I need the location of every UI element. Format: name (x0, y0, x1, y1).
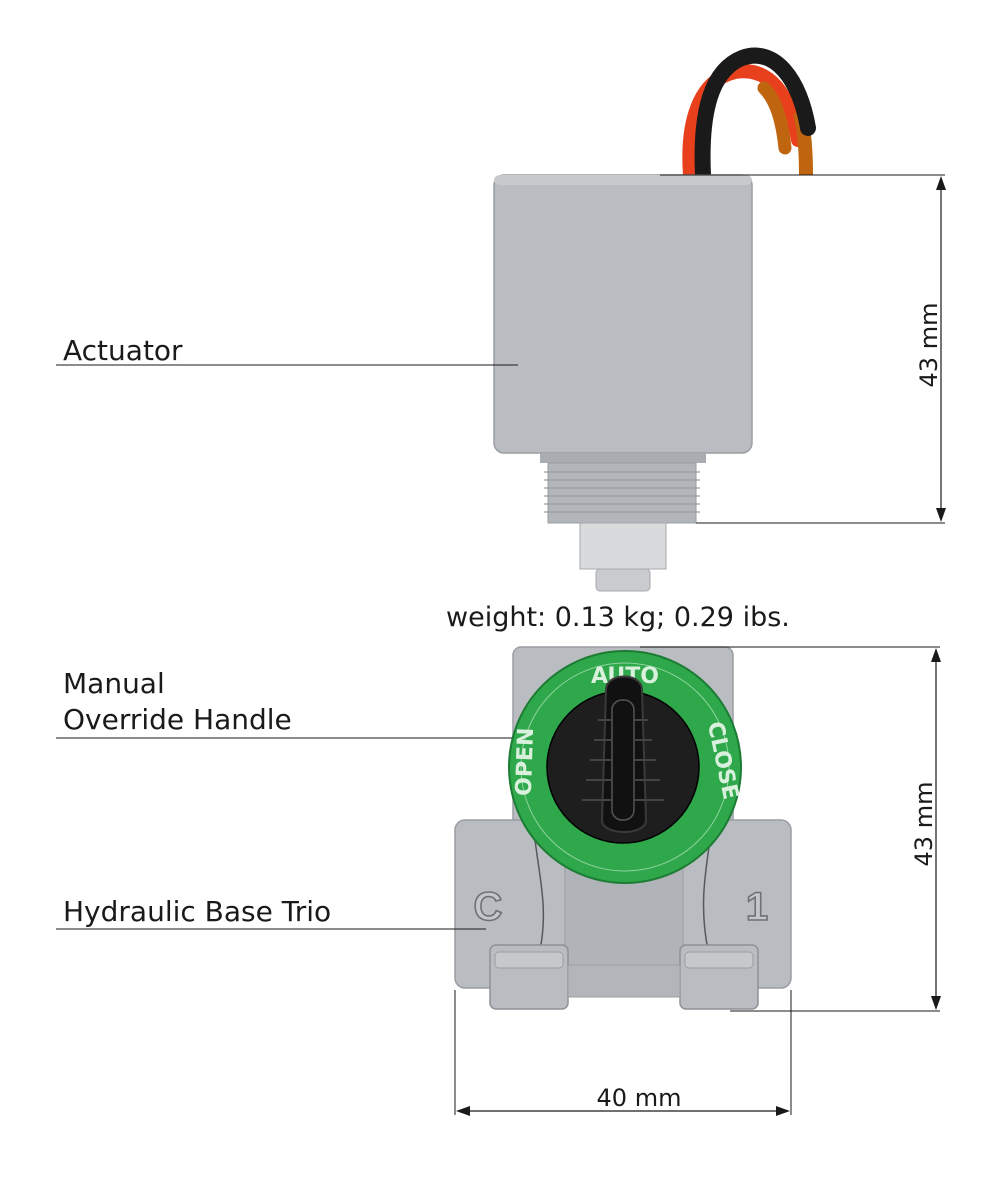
actuator-label: Actuator (63, 334, 183, 367)
manual-override-label-line1: Manual (63, 667, 165, 700)
actuator-body (493, 174, 753, 454)
manual-override-dial: OPEN CLOSE AUTO (508, 650, 743, 884)
red-wire (682, 64, 805, 182)
actuator-height-label: 43 mm (915, 303, 943, 388)
handle-grip-ribs (582, 719, 664, 801)
black-wire (694, 47, 816, 183)
actuator-wires (682, 47, 816, 183)
base-width-label: 40 mm (597, 1084, 682, 1112)
actuator-thread (547, 462, 697, 524)
dial-open-label: OPEN (512, 727, 539, 796)
base-width-dimension: 40 mm (454, 990, 792, 1116)
base-height-dimension: 43 mm (640, 646, 941, 1012)
weight-label: weight: 0.13 kg; 0.29 ibs. (446, 602, 790, 633)
thread-lines (544, 471, 700, 513)
base-mark-left: C (474, 885, 503, 929)
base-height-label: 43 mm (910, 782, 938, 867)
base-label: Hydraulic Base Trio (63, 895, 331, 928)
actuator-height-dimension: 43 mm (660, 174, 946, 524)
plunger-tip (595, 568, 651, 592)
actuator-assembly (493, 47, 816, 592)
actuator-neck (540, 453, 706, 463)
base-mark-right: 1 (746, 885, 768, 929)
plunger-housing (579, 522, 667, 570)
manual-override-label-line2: Override Handle (63, 703, 292, 736)
orange-wire-a (757, 81, 792, 155)
override-handle-lever (600, 675, 648, 833)
